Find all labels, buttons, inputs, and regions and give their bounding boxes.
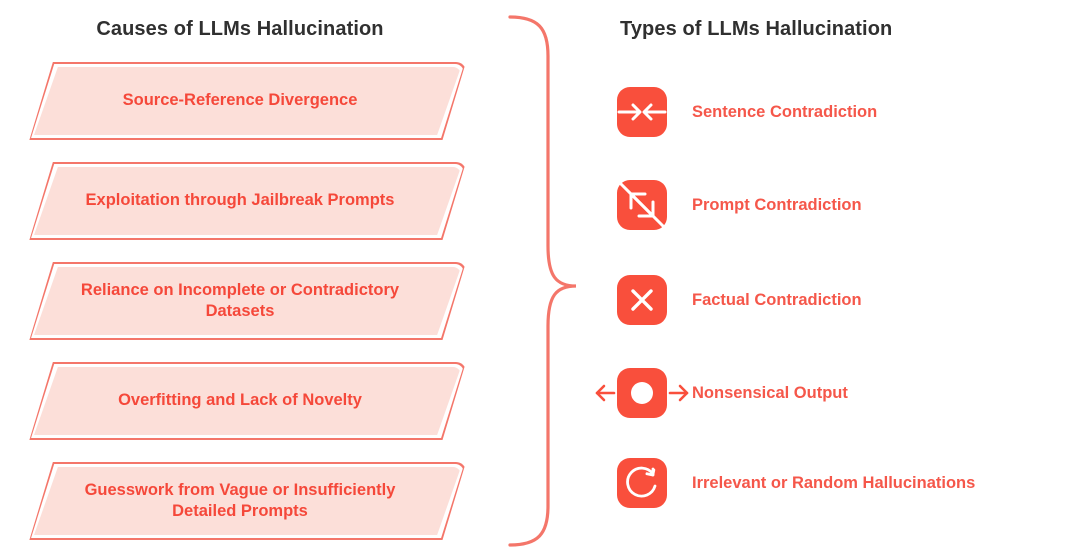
type-item[interactable]: Prompt Contradiction	[592, 175, 862, 235]
type-label: Factual Contradiction	[692, 290, 862, 309]
cross-x-icon	[592, 270, 692, 330]
diverging-diagonal-arrows-icon	[592, 175, 692, 235]
cause-label: Source-Reference Divergence	[122, 91, 358, 110]
type-label: Irrelevant or Random Hallucinations	[692, 473, 976, 492]
curly-brace-icon	[496, 14, 592, 548]
cause-label: Exploitation through Jailbreak Prompts	[85, 191, 395, 210]
parallelogram-fill	[34, 167, 461, 235]
type-item[interactable]: Sentence Contradiction	[592, 82, 877, 142]
cause-label: Overfitting and Lack of Novelty	[118, 391, 362, 410]
circular-refresh-icon	[592, 453, 692, 513]
type-item[interactable]: Irrelevant or Random Hallucinations	[592, 453, 975, 513]
types-heading: Types of LLMs Hallucination	[620, 18, 893, 40]
causes-heading: Causes of LLMs Hallucination	[96, 18, 384, 40]
parallelogram-fill	[34, 467, 461, 535]
cause-label: Guesswork from Vague or Insufficiently D…	[84, 480, 396, 520]
type-item[interactable]: Factual Contradiction	[592, 270, 862, 330]
cause-item[interactable]: Reliance on Incomplete or Contradictory …	[14, 262, 466, 340]
cause-item[interactable]: Source-Reference Divergence	[14, 62, 466, 140]
causes-column: Causes of LLMs Hallucination Source-Refe…	[0, 0, 500, 560]
converging-arrows-icon	[592, 82, 692, 142]
cause-item[interactable]: Guesswork from Vague or Insufficiently D…	[14, 462, 466, 540]
parallelogram-fill	[34, 367, 461, 435]
type-label: Prompt Contradiction	[692, 195, 862, 214]
types-column: Types of LLMs Hallucination Sentence Con…	[592, 0, 1080, 560]
cause-item[interactable]: Exploitation through Jailbreak Prompts	[14, 162, 466, 240]
type-item[interactable]: Nonsensical Output	[592, 363, 848, 423]
parallelogram-fill	[34, 67, 461, 135]
cause-label: Reliance on Incomplete or Contradictory …	[80, 280, 400, 320]
parallelogram-fill	[34, 267, 461, 335]
type-label: Sentence Contradiction	[692, 102, 878, 121]
cause-item[interactable]: Overfitting and Lack of Novelty	[14, 362, 466, 440]
dot-with-outward-arrows-icon	[592, 363, 692, 423]
type-label: Nonsensical Output	[692, 383, 848, 402]
